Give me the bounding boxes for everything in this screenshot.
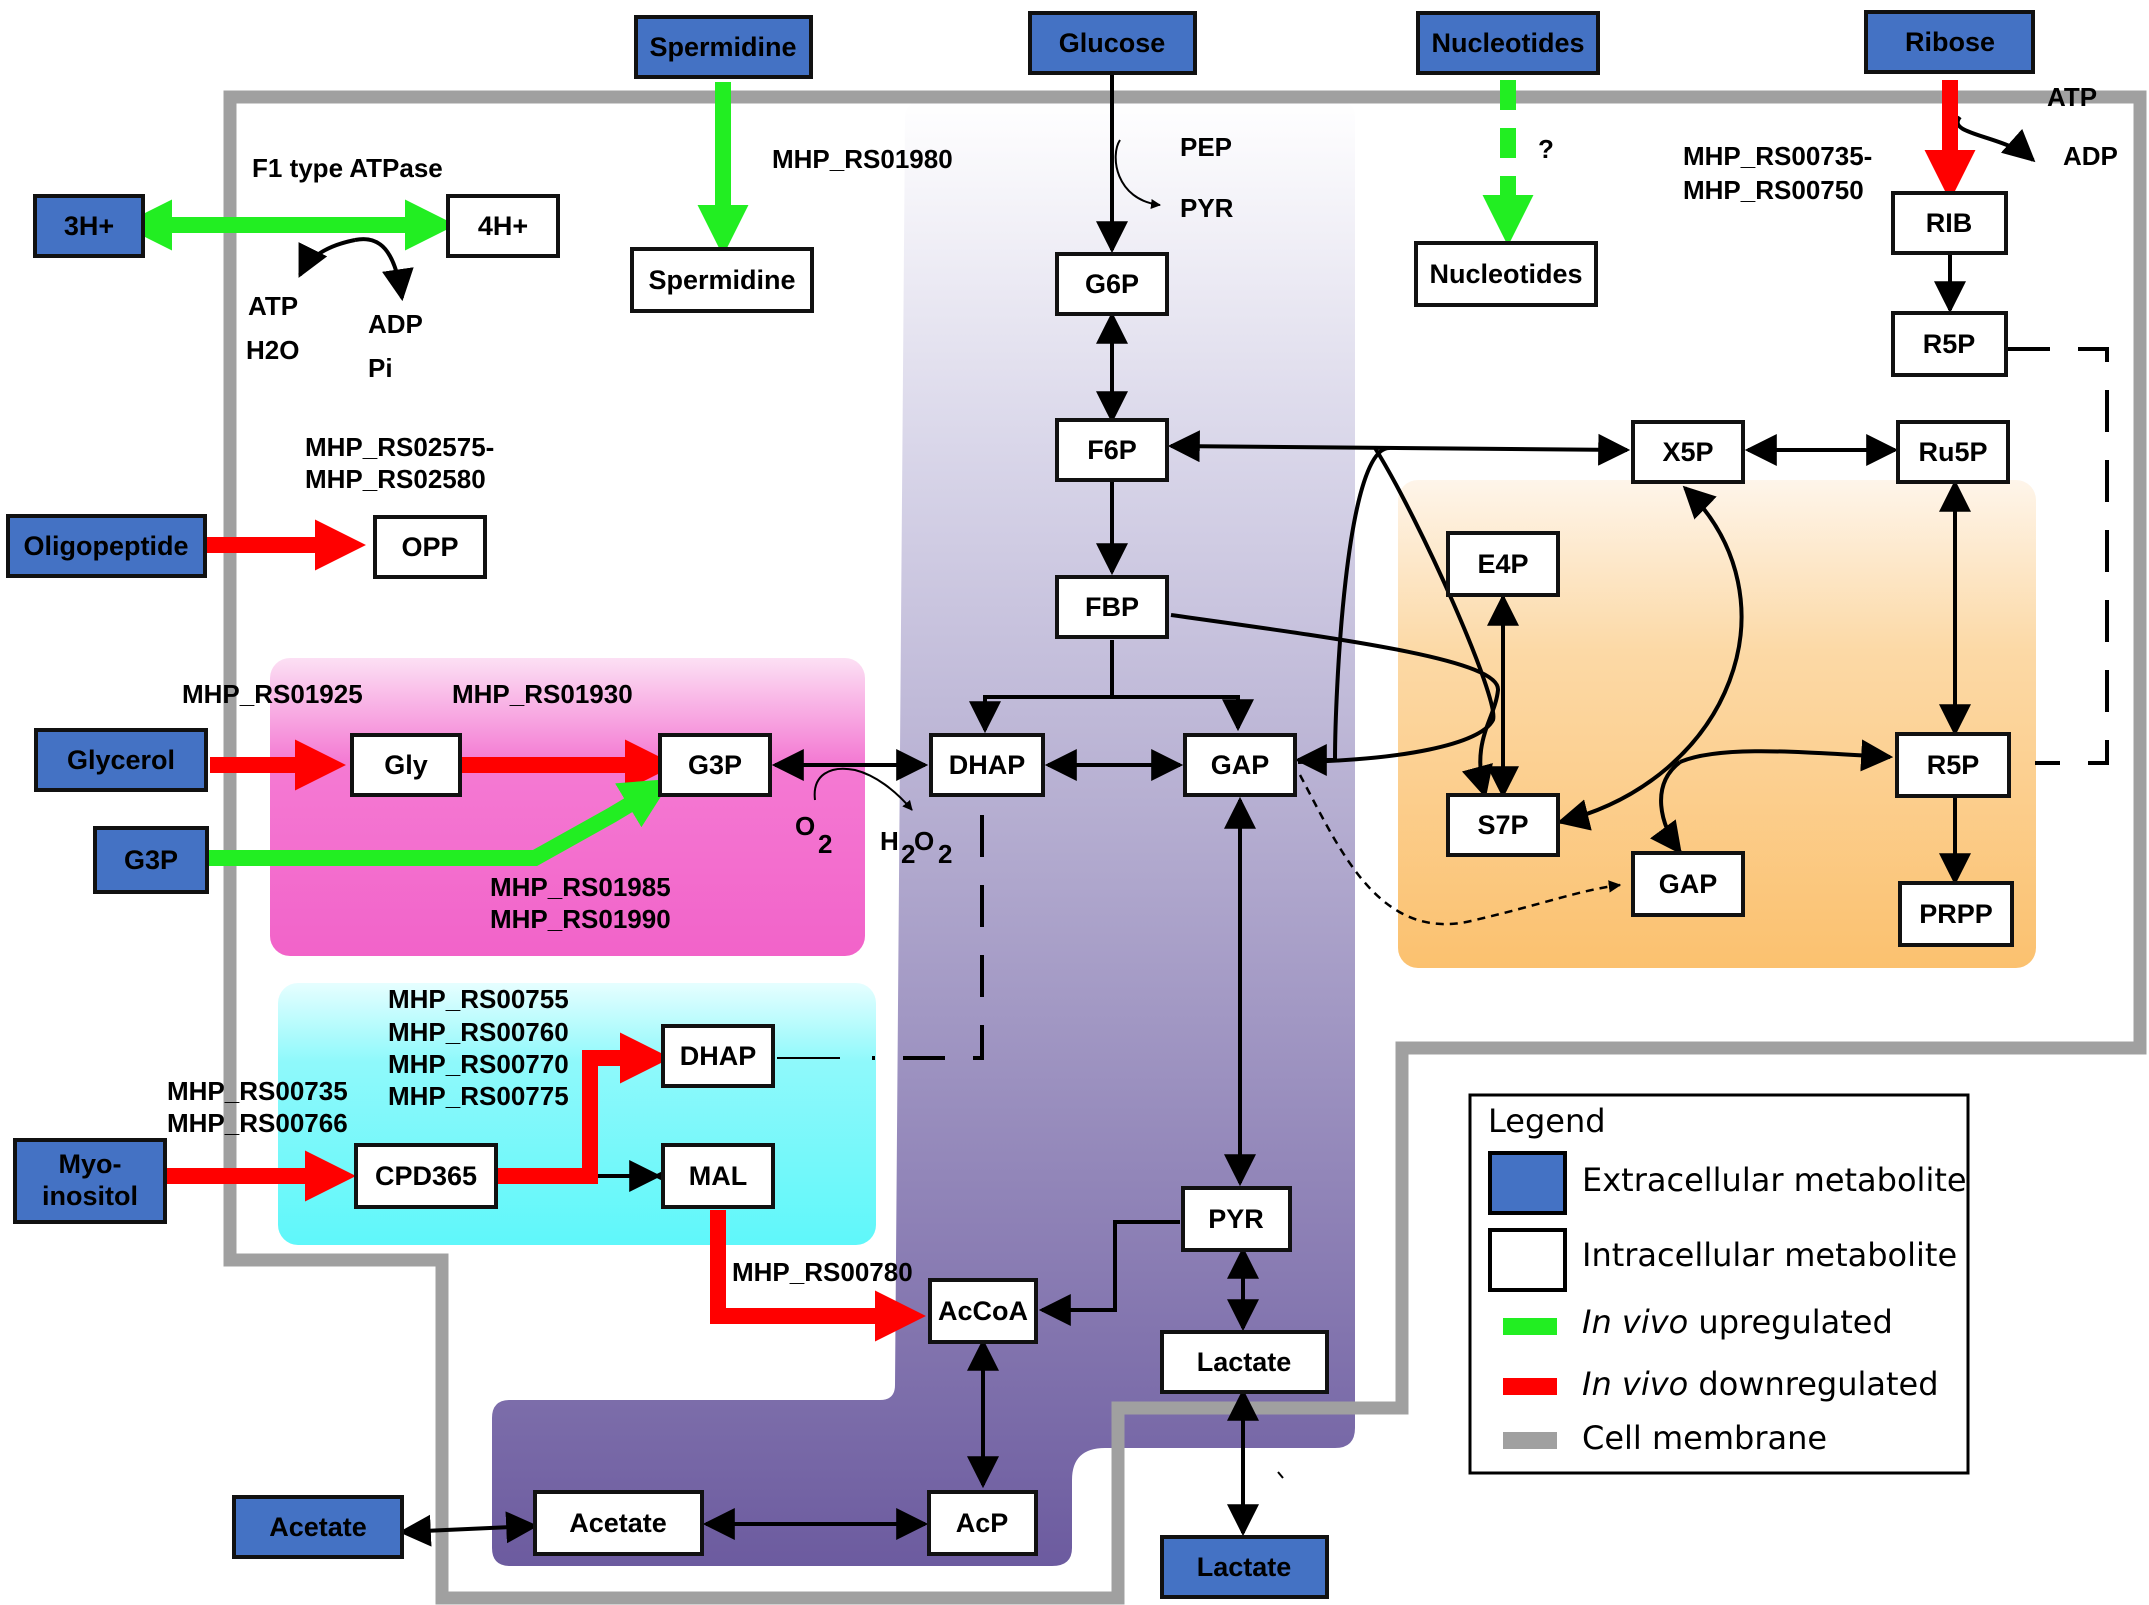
label-h2o: H2O (246, 335, 299, 365)
gene-rs00735-a: MHP_RS00735- (1683, 141, 1872, 171)
legend-upregulated-label: In vivo upregulated (1582, 1303, 1893, 1341)
label-f1-atpase: F1 type ATPase (252, 153, 443, 183)
label-h2o2-o: O (914, 826, 934, 856)
extracellular-nodes: Spermidine Glucose Nucleotides Ribose 3H… (6, 10, 2035, 1599)
intracellular-nodes: 4H+ Spermidine Nucleotides RIB R5P G6P F… (350, 191, 2014, 1556)
node-f6p: F6P (1087, 435, 1137, 465)
node-oligopeptide-ext: Oligopeptide (24, 531, 189, 561)
gene-rs01985: MHP_RS01985 (490, 872, 671, 902)
node-gap-ppp: GAP (1659, 869, 1718, 899)
node-4h-int: 4H+ (478, 211, 528, 241)
node-myo-inositol-ext-line1: Myo- (59, 1149, 122, 1179)
node-e4p: E4P (1477, 549, 1528, 579)
label-adp: ADP (368, 309, 423, 339)
label-o2-subscript: 2 (818, 829, 832, 859)
legend-title: Legend (1488, 1102, 1606, 1140)
glycerol-region (270, 658, 865, 956)
node-pyr: PYR (1208, 1204, 1264, 1234)
node-fbp: FBP (1085, 592, 1139, 622)
label-o2: O (795, 811, 815, 841)
node-x5p: X5P (1662, 437, 1713, 467)
node-g6p: G6P (1085, 269, 1139, 299)
gene-rs02580: MHP_RS02580 (305, 464, 486, 494)
node-gly: Gly (384, 750, 428, 780)
gene-rs00770: MHP_RS00770 (388, 1049, 569, 1079)
node-lactate-int: Lactate (1197, 1347, 1292, 1377)
node-glucose-ext: Glucose (1059, 28, 1166, 58)
node-dhap-2: DHAP (680, 1041, 757, 1071)
label-pep: PEP (1180, 132, 1232, 162)
label-atp-ribose: ATP (2047, 82, 2097, 112)
label-h2o2-sub1: 2 (901, 839, 915, 869)
label-pyr-small: PYR (1180, 193, 1234, 223)
node-r5p: R5P (1927, 750, 1980, 780)
node-acp: AcP (956, 1508, 1009, 1538)
node-ribose-ext: Ribose (1905, 27, 1995, 57)
gene-rs00735: MHP_RS00735 (167, 1076, 348, 1106)
node-cpd365: CPD365 (375, 1161, 477, 1191)
gene-rs00755: MHP_RS00755 (388, 984, 569, 1014)
gene-rs01990: MHP_RS01990 (490, 904, 671, 934)
node-dhap: DHAP (949, 750, 1026, 780)
node-nucleotides-int: Nucleotides (1429, 259, 1582, 289)
node-g3p-int: G3P (688, 750, 742, 780)
legend-membrane-swatch (1503, 1432, 1557, 1449)
node-accoa: AcCoA (938, 1296, 1028, 1326)
node-rib: RIB (1926, 208, 1973, 238)
node-spermidine-ext: Spermidine (649, 32, 796, 62)
legend-extracellular-swatch (1488, 1151, 1567, 1215)
gene-rs00780: MHP_RS00780 (732, 1257, 913, 1287)
gene-rs00775: MHP_RS00775 (388, 1081, 569, 1111)
node-s7p: S7P (1477, 810, 1528, 840)
node-prpp: PRPP (1919, 899, 1993, 929)
node-r5p-top: R5P (1923, 329, 1976, 359)
node-g3p-ext: G3P (124, 845, 178, 875)
gene-rs00766: MHP_RS00766 (167, 1108, 348, 1138)
node-spermidine-int: Spermidine (648, 265, 795, 295)
gene-rs01930: MHP_RS01930 (452, 679, 633, 709)
gene-labels: MHP_RS01980 MHP_RS00735- MHP_RS00750 MHP… (167, 141, 1872, 1287)
node-lactate-ext: Lactate (1197, 1552, 1292, 1582)
reaction-lines (298, 74, 2109, 1547)
label-atp: ATP (248, 291, 298, 321)
node-mal: MAL (689, 1161, 747, 1191)
node-3h-ext: 3H+ (64, 211, 114, 241)
legend: Legend Extracellular metabolite Intracel… (1468, 1093, 1970, 1475)
node-opp: OPP (401, 532, 458, 562)
legend-upregulated-swatch (1503, 1318, 1557, 1335)
node-ru5p: Ru5P (1918, 437, 1987, 467)
gene-rs01925: MHP_RS01925 (182, 679, 363, 709)
node-gap: GAP (1211, 750, 1270, 780)
gene-rs02575: MHP_RS02575- (305, 432, 494, 462)
label-pi: Pi (368, 353, 393, 383)
gene-rs00760: MHP_RS00760 (388, 1017, 569, 1047)
legend-downregulated-label: In vivo downregulated (1582, 1365, 1939, 1403)
label-h2o2-h: H (880, 826, 899, 856)
node-acetate-int: Acetate (569, 1508, 667, 1538)
label-unknown-transporter: ? (1538, 134, 1554, 164)
node-glycerol-ext: Glycerol (67, 745, 175, 775)
gene-rs00750-b: MHP_RS00750 (1683, 175, 1864, 205)
cell-membrane (223, 90, 2147, 1605)
node-myo-inositol-ext-line2: inositol (42, 1181, 138, 1211)
node-acetate-ext: Acetate (269, 1512, 367, 1542)
legend-extracellular-label: Extracellular metabolite (1582, 1161, 1967, 1199)
transport-arrows (121, 80, 1976, 1342)
legend-intracellular-swatch (1488, 1228, 1567, 1292)
legend-membrane-label: Cell membrane (1582, 1419, 1827, 1457)
legend-downregulated-swatch (1503, 1378, 1557, 1395)
node-nucleotides-ext: Nucleotides (1431, 28, 1584, 58)
label-h2o2-sub2: 2 (938, 839, 952, 869)
gene-rs01980: MHP_RS01980 (772, 144, 953, 174)
reaction-labels: F1 type ATPase ATP H2O ADP Pi PEP PYR ? … (246, 82, 2118, 869)
legend-intracellular-label: Intracellular metabolite (1582, 1236, 1957, 1274)
label-adp-ribose: ADP (2063, 141, 2118, 171)
